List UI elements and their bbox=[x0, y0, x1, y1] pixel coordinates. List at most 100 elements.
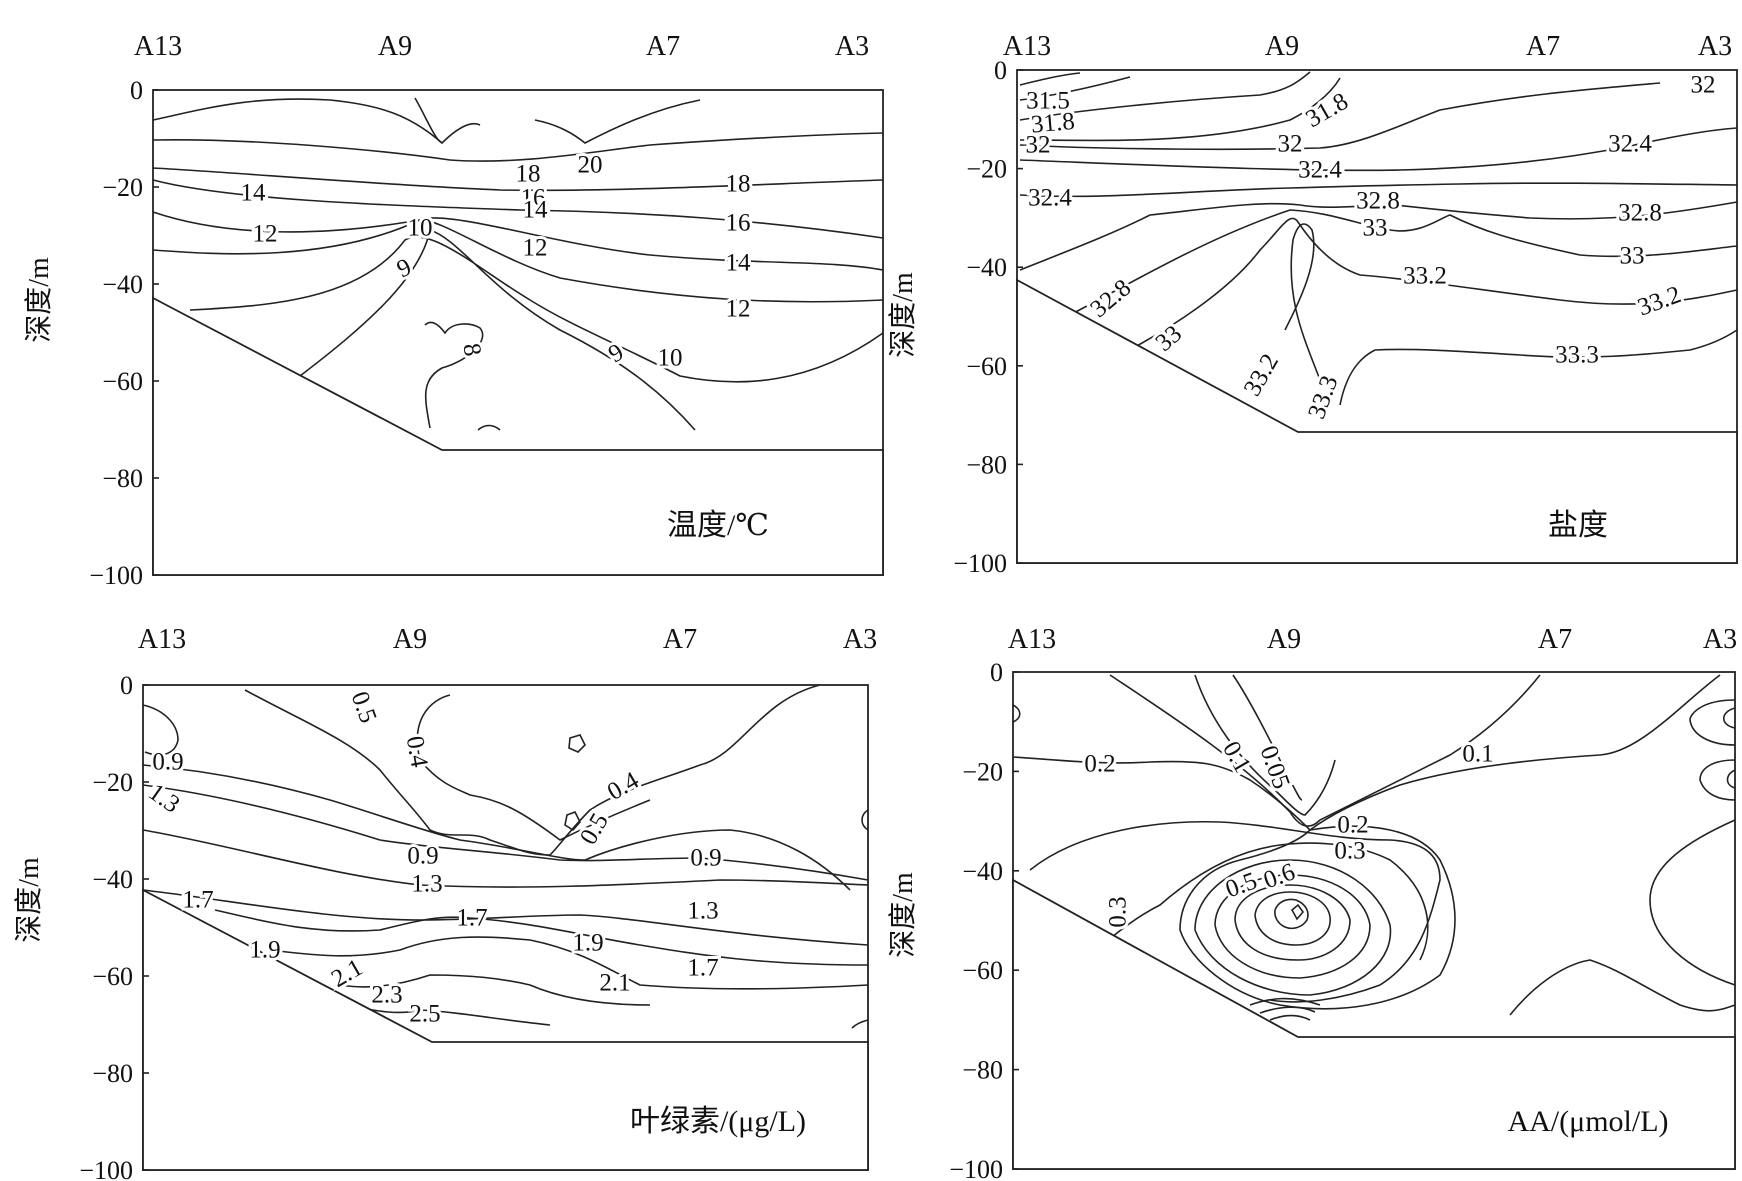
y-tick-label: −20 bbox=[962, 757, 1003, 786]
contour-label: 0.4 bbox=[401, 734, 433, 770]
contour-label: 1.7 bbox=[456, 905, 487, 932]
y-tick-label: −80 bbox=[962, 1056, 1003, 1085]
contour-label: 16 bbox=[521, 185, 546, 212]
y-tick-label: −20 bbox=[966, 155, 1007, 184]
y-tick-label: −60 bbox=[92, 962, 133, 991]
station-label: A9 bbox=[378, 31, 412, 62]
station-label: A3 bbox=[1698, 31, 1732, 62]
y-tick-label: 0 bbox=[990, 658, 1003, 687]
station-label: A13 bbox=[134, 31, 182, 62]
contour-label: 18 bbox=[726, 171, 751, 198]
contour-label: 9 bbox=[604, 339, 628, 369]
contour-label: 0.2 bbox=[1337, 812, 1368, 839]
contour-label: 14 bbox=[523, 197, 549, 224]
panel-title: 温度/℃ bbox=[667, 509, 769, 542]
contour-label: 2.3 bbox=[371, 982, 402, 1009]
contour-label: 33.2 bbox=[1403, 263, 1447, 290]
contour-label: 1.3 bbox=[411, 871, 442, 898]
contour-label: 33.3 bbox=[1303, 372, 1343, 422]
y-axis-ticks: 0−20−40−60−80−100 bbox=[953, 56, 1023, 578]
y-tick-label: −20 bbox=[92, 768, 133, 797]
station-label: A7 bbox=[1526, 31, 1560, 62]
y-tick-label: −40 bbox=[92, 865, 133, 894]
station-label: A7 bbox=[663, 624, 697, 655]
station-label: A3 bbox=[1703, 624, 1737, 655]
isolines bbox=[1019, 71, 1738, 406]
y-tick-label: −100 bbox=[953, 549, 1007, 578]
y-axis-label: 深度/m bbox=[13, 857, 45, 943]
panel-title: 叶绿素/(μg/L) bbox=[630, 1105, 806, 1138]
seabed-profile bbox=[1016, 278, 1738, 564]
y-tick-label: −40 bbox=[966, 253, 1007, 282]
contour-label: 14 bbox=[241, 180, 267, 207]
contour-label: 0.5 bbox=[346, 688, 382, 727]
station-label: A7 bbox=[646, 31, 680, 62]
contour-label: 0.9 bbox=[407, 843, 438, 870]
contour-label: 32.8 bbox=[1356, 188, 1400, 215]
station-labels: A13 A9 A7 A3 bbox=[134, 31, 869, 62]
isolines bbox=[1012, 674, 1736, 1021]
contour-label: 0.2 bbox=[1084, 751, 1115, 778]
contour-label: 33 bbox=[1363, 215, 1388, 242]
station-label: A13 bbox=[1003, 31, 1051, 62]
panel-title: AA/(μmol/L) bbox=[1507, 1105, 1668, 1138]
y-axis-label: 深度/m bbox=[23, 257, 55, 343]
contour-label: 2.5 bbox=[409, 1001, 440, 1028]
contour-label: 0.5 bbox=[575, 809, 614, 850]
contour-label: 10 bbox=[408, 215, 433, 242]
contour-label: 32.8 bbox=[1618, 200, 1662, 227]
contour-label: 0.9 bbox=[690, 845, 721, 872]
contour-label: 33.2 bbox=[1239, 349, 1284, 400]
contour-label: 0.5 bbox=[1222, 867, 1261, 903]
contour-label: 1.7 bbox=[687, 955, 718, 982]
contour-label: 32 bbox=[1278, 131, 1303, 158]
y-tick-label: −20 bbox=[102, 173, 143, 202]
station-label: A3 bbox=[835, 31, 869, 62]
contour-label: 32 bbox=[1691, 72, 1716, 99]
contour-label: 1.3 bbox=[687, 898, 718, 925]
contour-label: 12 bbox=[726, 296, 751, 323]
station-labels: A13 A9 A7 A3 bbox=[1003, 31, 1732, 62]
contour-label: 32.4 bbox=[1028, 185, 1072, 212]
contour-label: 32 bbox=[1026, 132, 1051, 159]
contour-label: 12 bbox=[253, 221, 278, 248]
y-axis-label: 深度/m bbox=[887, 872, 919, 958]
contour-label: 12 bbox=[523, 235, 548, 262]
seabed-profile bbox=[152, 296, 884, 576]
y-tick-label: −60 bbox=[966, 352, 1007, 381]
y-tick-label: −40 bbox=[102, 270, 143, 299]
contour-label: 32.4 bbox=[1298, 157, 1342, 184]
seabed-profile bbox=[142, 888, 869, 1171]
contour-label: 0.6 bbox=[1260, 858, 1299, 894]
y-tick-label: −60 bbox=[102, 367, 143, 396]
y-tick-label: −80 bbox=[102, 464, 143, 493]
contour-label: 20 bbox=[578, 152, 603, 179]
contour-label: 0.9 bbox=[152, 749, 183, 776]
station-label: A9 bbox=[1265, 31, 1299, 62]
contour-label: 1.9 bbox=[572, 930, 603, 957]
station-label: A7 bbox=[1538, 624, 1572, 655]
contour-label: 33 bbox=[1620, 243, 1645, 270]
station-label: A9 bbox=[393, 624, 427, 655]
contour-label: 1.7 bbox=[182, 887, 213, 914]
y-tick-label: −100 bbox=[89, 561, 143, 590]
seabed-profile bbox=[1012, 878, 1736, 1170]
station-label: A13 bbox=[1008, 624, 1056, 655]
contour-label: 1.3 bbox=[143, 779, 184, 819]
contour-label: 33 bbox=[1151, 320, 1188, 357]
contour-label: 0.1 bbox=[1462, 741, 1493, 768]
contour-label: 10 bbox=[658, 345, 683, 372]
station-label: A13 bbox=[138, 624, 186, 655]
contour-label: 33.3 bbox=[1555, 342, 1599, 369]
y-tick-label: −100 bbox=[79, 1156, 133, 1181]
contour-label: 31.8 bbox=[1301, 88, 1352, 133]
contour-label: 1.9 bbox=[249, 937, 280, 964]
contour-label: 2.1 bbox=[599, 970, 630, 997]
y-tick-label: −60 bbox=[962, 956, 1003, 985]
